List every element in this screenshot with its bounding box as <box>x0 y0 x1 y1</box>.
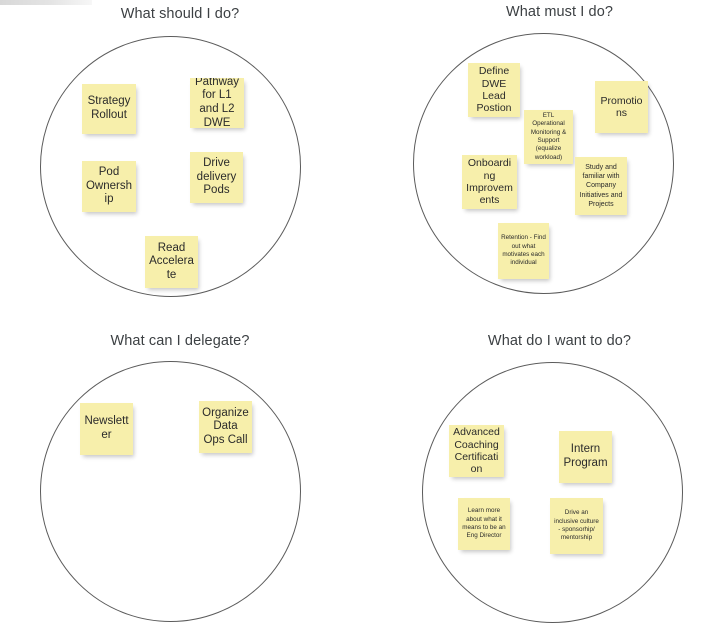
quadrant-what-must-i-do: What must I do? Define DWE Lead Postion … <box>400 0 719 314</box>
note-organize-data-ops-call[interactable]: Organize Data Ops Call <box>199 401 252 453</box>
note-text: Define DWE Lead Postion <box>476 65 512 115</box>
note-advanced-coaching-certification[interactable]: Advanced Coaching Certification <box>449 425 504 477</box>
note-text: Intern Program <box>563 443 608 469</box>
note-text: Drive an inclusive culture - sponsorhip/… <box>554 509 599 542</box>
note-onboarding-improvements[interactable]: Onboarding Improvements <box>462 155 517 209</box>
note-read-accelerate[interactable]: Read Accelerate <box>145 236 198 288</box>
circle-what-can-i-delegate <box>40 361 301 622</box>
note-text: Retention - Find out what motivates each… <box>501 234 546 267</box>
note-etl-operational-monitoring[interactable]: ETL Operational Monitoring & Support (eq… <box>524 110 573 164</box>
circle-what-must-i-do <box>413 33 674 294</box>
quadrant-what-can-i-delegate: What can I delegate? Newsletter Organize… <box>0 325 360 628</box>
note-text: Strategy Rollout <box>87 95 131 121</box>
quadrant-title-what-must-i-do: What must I do? <box>505 4 614 20</box>
note-text: Pathway for L1 and L2 DWE <box>194 78 240 128</box>
note-pod-ownership[interactable]: Pod Ownership <box>82 161 136 212</box>
note-newsletter[interactable]: Newsletter <box>80 403 133 455</box>
note-text: Learn more about what it means to be an … <box>462 507 506 540</box>
note-text: Advanced Coaching Certification <box>453 426 500 476</box>
quadrant-what-do-i-want-to-do: What do I want to do? Advanced Coaching … <box>400 325 719 628</box>
quadrant-title-what-can-i-delegate: What can I delegate? <box>110 333 250 349</box>
window-chrome-strip <box>0 0 92 5</box>
note-pathway-l1-l2-dwe[interactable]: Pathway for L1 and L2 DWE <box>190 78 244 128</box>
circle-what-should-i-do <box>40 36 301 297</box>
note-strategy-rollout[interactable]: Strategy Rollout <box>82 84 136 134</box>
note-text: Pod Ownership <box>85 166 133 206</box>
note-text: Promotions <box>600 94 643 119</box>
note-text: Onboarding Improvements <box>466 157 513 207</box>
note-text: Read Accelerate <box>149 241 194 281</box>
note-define-dwe-lead-postion[interactable]: Define DWE Lead Postion <box>468 63 520 117</box>
note-text: Study and familiar with Company Initiati… <box>579 164 623 208</box>
quadrant-title-what-do-i-want-to-do: What do I want to do? <box>487 333 632 349</box>
quadrant-title-what-should-i-do: What should I do? <box>120 6 240 22</box>
quadrant-what-should-i-do: What should I do? Strategy Rollout Pathw… <box>0 0 360 314</box>
note-intern-program[interactable]: Intern Program <box>559 431 612 483</box>
circle-what-do-i-want-to-do <box>422 362 683 623</box>
note-text: Newsletter <box>84 415 129 441</box>
note-text: ETL Operational Monitoring & Support (eq… <box>530 112 567 161</box>
note-retention-motivates[interactable]: Retention - Find out what motivates each… <box>498 223 549 279</box>
note-learn-eng-director[interactable]: Learn more about what it means to be an … <box>458 498 510 550</box>
note-study-company-initiatives[interactable]: Study and familiar with Company Initiati… <box>575 157 627 215</box>
note-text: Organize Data Ops Call <box>202 406 249 446</box>
note-promotions[interactable]: Promotions <box>595 81 648 133</box>
note-drive-delivery-pods[interactable]: Drive delivery Pods <box>190 152 243 203</box>
note-text: Drive delivery Pods <box>196 157 237 197</box>
note-drive-inclusive-culture[interactable]: Drive an inclusive culture - sponsorhip/… <box>550 498 603 554</box>
